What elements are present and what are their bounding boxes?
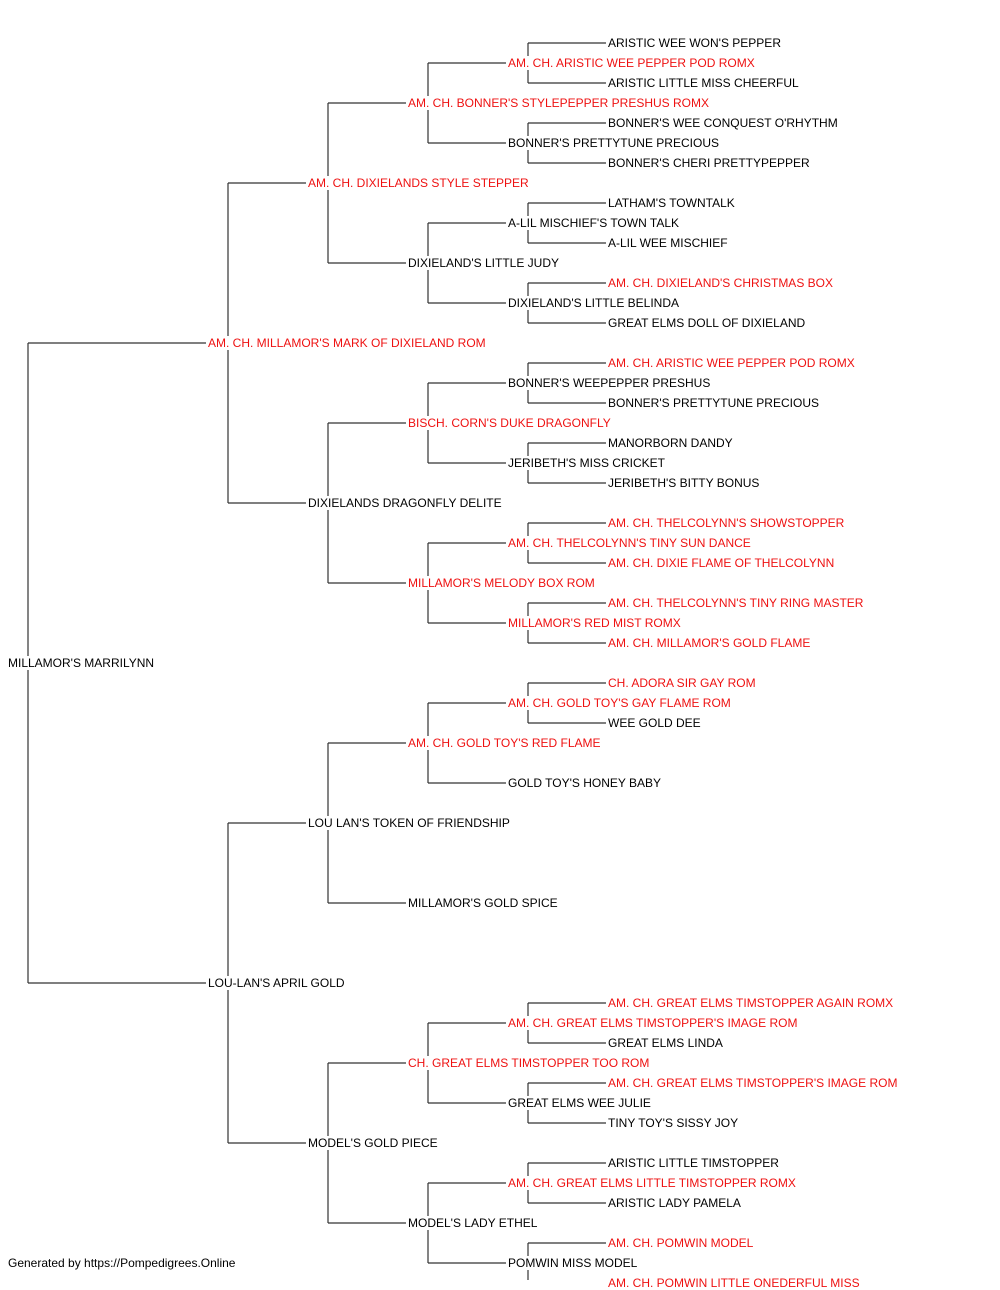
- ancestor-sire-name: CH. ADORA SIR GAY ROM: [608, 676, 758, 690]
- ancestor-sire-name: AM. CH. GREAT ELMS TIMSTOPPER'S IMAGE RO…: [508, 1016, 800, 1030]
- ancestor-dam-name: ARISTIC LITTLE MISS CHEERFUL: [608, 76, 801, 90]
- ancestor-dam-name: BONNER'S CHERI PRETTYPEPPER: [608, 156, 812, 170]
- ancestor-dam-name: LOU-LAN'S APRIL GOLD: [208, 976, 347, 990]
- ancestor-sire-name: AM. CH. GOLD TOY'S GAY FLAME ROM: [508, 696, 733, 710]
- ancestor-sire-name: AM. CH. THELCOLYNN'S TINY RING MASTER: [608, 596, 866, 610]
- ancestor-dam-name: DIXIELAND'S LITTLE JUDY: [408, 256, 561, 270]
- ancestor-dam-name: BONNER'S PRETTYTUNE PRECIOUS: [508, 136, 721, 150]
- subject-dog-name: MILLAMOR'S MARRILYNN: [8, 656, 157, 670]
- ancestor-dam-name: WEE GOLD DEE: [608, 716, 703, 730]
- ancestor-sire-name: MANORBORN DANDY: [608, 436, 735, 450]
- ancestor-sire-name: BISCH. CORN'S DUKE DRAGONFLY: [408, 416, 613, 430]
- ancestor-dam-name: JERIBETH'S BITTY BONUS: [608, 476, 762, 490]
- ancestor-dam-name: ARISTIC LADY PAMELA: [608, 1196, 743, 1210]
- ancestor-sire-name: BONNER'S WEEPEPPER PRESHUS: [508, 376, 713, 390]
- ancestor-sire-name: AM. CH. DIXIELANDS STYLE STEPPER: [308, 176, 531, 190]
- ancestor-dam-name: GREAT ELMS WEE JULIE: [508, 1096, 653, 1110]
- ancestor-dam-name: AM. CH. MILLAMOR'S GOLD FLAME: [608, 636, 813, 650]
- ancestor-sire-name: AM. CH. DIXIELAND'S CHRISTMAS BOX: [608, 276, 835, 290]
- ancestor-sire-name: AM. CH. POMWIN MODEL: [608, 1236, 756, 1250]
- ancestor-sire-name: CH. GREAT ELMS TIMSTOPPER TOO ROM: [408, 1056, 652, 1070]
- ancestor-sire-name: AM. CH. GOLD TOY'S RED FLAME: [408, 736, 603, 750]
- ancestor-sire-name: ARISTIC LITTLE TIMSTOPPER: [608, 1156, 781, 1170]
- ancestor-sire-name: A-LIL MISCHIEF'S TOWN TALK: [508, 216, 681, 230]
- ancestor-dam-name: GREAT ELMS LINDA: [608, 1036, 725, 1050]
- ancestor-dam-name: A-LIL WEE MISCHIEF: [608, 236, 730, 250]
- ancestor-dam-name: DIXIELAND'S LITTLE BELINDA: [508, 296, 682, 310]
- ancestor-dam-name: MILLAMOR'S RED MIST ROMX: [508, 616, 683, 630]
- ancestor-dam-name: POMWIN MISS MODEL: [508, 1256, 640, 1270]
- ancestor-dam-name: BONNER'S PRETTYTUNE PRECIOUS: [608, 396, 821, 410]
- ancestor-dam-name: JERIBETH'S MISS CRICKET: [508, 456, 667, 470]
- ancestor-sire-name: AM. CH. ARISTIC WEE PEPPER POD ROMX: [608, 356, 857, 370]
- ancestor-dam-name: DIXIELANDS DRAGONFLY DELITE: [308, 496, 504, 510]
- ancestor-sire-name: AM. CH. MILLAMOR'S MARK OF DIXIELAND ROM: [208, 336, 488, 350]
- ancestor-dam-name: GREAT ELMS DOLL OF DIXIELAND: [608, 316, 808, 330]
- ancestor-sire-name: ARISTIC WEE WON'S PEPPER: [608, 36, 783, 50]
- ancestor-sire-name: AM. CH. THELCOLYNN'S SHOWSTOPPER: [608, 516, 847, 530]
- ancestor-sire-name: AM. CH. ARISTIC WEE PEPPER POD ROMX: [508, 56, 757, 70]
- ancestor-sire-name: LOU LAN'S TOKEN OF FRIENDSHIP: [308, 816, 512, 830]
- ancestor-dam-name: MILLAMOR'S MELODY BOX ROM: [408, 576, 597, 590]
- ancestor-sire-name: LATHAM'S TOWNTALK: [608, 196, 737, 210]
- ancestor-sire-name: AM. CH. GREAT ELMS LITTLE TIMSTOPPER ROM…: [508, 1176, 798, 1190]
- ancestor-dam-name: AM. CH. POMWIN LITTLE ONEDERFUL MISS: [608, 1276, 862, 1290]
- ancestor-sire-name: AM. CH. GREAT ELMS TIMSTOPPER'S IMAGE RO…: [608, 1076, 900, 1090]
- ancestor-dam-name: MODEL'S LADY ETHEL: [408, 1216, 540, 1230]
- ancestor-sire-name: AM. CH. GREAT ELMS TIMSTOPPER AGAIN ROMX: [608, 996, 896, 1010]
- ancestor-sire-name: BONNER'S WEE CONQUEST O'RHYTHM: [608, 116, 840, 130]
- ancestor-sire-name: AM. CH. BONNER'S STYLEPEPPER PRESHUS ROM…: [408, 96, 712, 110]
- ancestor-dam-name: GOLD TOY'S HONEY BABY: [508, 776, 664, 790]
- ancestor-dam-name: MILLAMOR'S GOLD SPICE: [408, 896, 560, 910]
- ancestor-sire-name: AM. CH. THELCOLYNN'S TINY SUN DANCE: [508, 536, 753, 550]
- ancestor-dam-name: TINY TOY'S SISSY JOY: [608, 1116, 741, 1130]
- ancestor-dam-name: AM. CH. DIXIE FLAME OF THELCOLYNN: [608, 556, 837, 570]
- generated-by-footer: Generated by https://Pompedigrees.Online: [8, 1256, 236, 1270]
- ancestor-dam-name: MODEL'S GOLD PIECE: [308, 1136, 440, 1150]
